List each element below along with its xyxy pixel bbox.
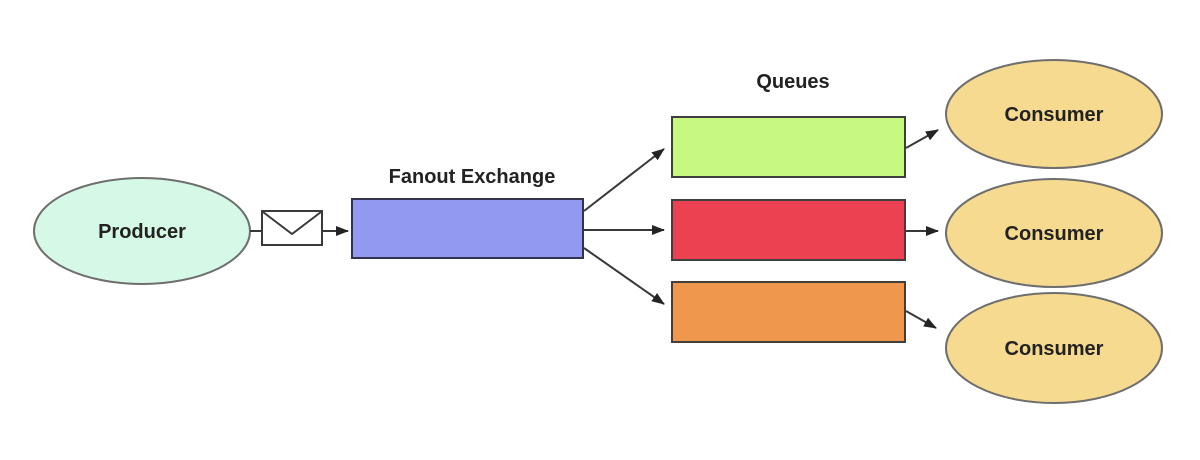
edge-queue-consumer-top — [905, 129, 939, 149]
queues-caption: Queues — [756, 71, 829, 93]
edge-exchange-queue-bottom — [583, 247, 665, 305]
consumer-node-top — [945, 59, 1163, 169]
consumer-label-middle: Consumer — [1005, 223, 1104, 245]
queue-node-middle — [671, 199, 906, 261]
exchange-node — [351, 198, 584, 259]
exchange-caption: Fanout Exchange — [389, 166, 556, 188]
consumer-node-middle — [945, 178, 1163, 288]
producer-label: Producer — [98, 221, 186, 243]
envelope-flap — [262, 211, 322, 236]
edge-queue-consumer-bottom — [905, 310, 937, 329]
consumer-label-bottom: Consumer — [1005, 338, 1104, 360]
envelope-icon — [261, 210, 323, 246]
queue-node-bottom — [671, 281, 906, 343]
consumer-node-bottom — [945, 292, 1163, 404]
edge-exchange-queue-top — [583, 148, 665, 212]
queue-node-top — [671, 116, 906, 178]
consumer-label-top: Consumer — [1005, 104, 1104, 126]
